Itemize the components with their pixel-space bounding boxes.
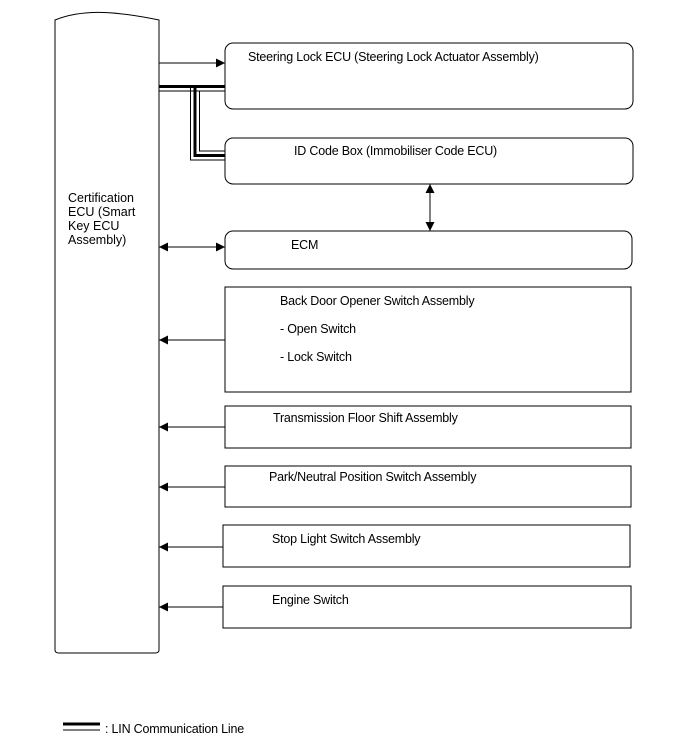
stop-light-switch-label: Stop Light Switch Assembly bbox=[272, 532, 421, 546]
ecm-box bbox=[224, 230, 633, 270]
ecm-label: ECM bbox=[291, 238, 319, 252]
id-code-box-label: ID Code Box (Immobiliser Code ECU) bbox=[294, 144, 497, 158]
engine-switch-box bbox=[222, 585, 632, 629]
certification-ecu-label-line: ECU (Smart bbox=[68, 205, 136, 219]
lin-line-id-code-box bbox=[190, 86, 225, 161]
certification-ecu-label-line: Key ECU bbox=[68, 219, 120, 233]
certification-ecu-label-line: Assembly) bbox=[68, 233, 127, 247]
back-door-opener-switch-box bbox=[224, 286, 632, 393]
engine-switch-label: Engine Switch bbox=[272, 593, 349, 607]
back-door-opener-switch-label: Back Door Opener Switch Assembly bbox=[280, 294, 475, 308]
park-neutral-position-switch-box bbox=[224, 465, 632, 508]
lin-line-steering-lock bbox=[159, 85, 225, 92]
lin-legend-symbol bbox=[63, 722, 100, 731]
steering-lock-ecu-box bbox=[224, 42, 634, 110]
legend-label: : LIN Communication Line bbox=[105, 722, 245, 736]
open-switch-label: - Open Switch bbox=[280, 322, 356, 336]
park-neutral-position-switch-label: Park/Neutral Position Switch Assembly bbox=[269, 470, 477, 484]
certification-ecu-label: Certification ECU (Smart Key ECU Assembl… bbox=[68, 191, 148, 247]
lock-switch-label: - Lock Switch bbox=[280, 350, 352, 364]
certification-ecu-box bbox=[54, 11, 160, 654]
stop-light-switch-box bbox=[222, 524, 631, 568]
steering-lock-ecu-label: Steering Lock ECU (Steering Lock Actuato… bbox=[248, 50, 539, 64]
transmission-floor-shift-label: Transmission Floor Shift Assembly bbox=[273, 411, 458, 425]
certification-ecu-label-line: Certification bbox=[68, 191, 134, 205]
